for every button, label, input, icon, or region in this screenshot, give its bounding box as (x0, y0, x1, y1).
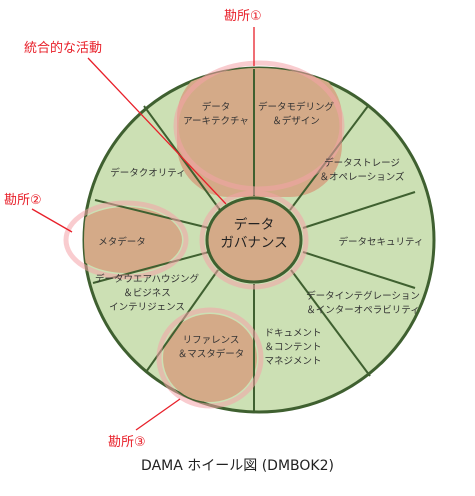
segment-label-data-security: データセキュリティ (339, 236, 424, 248)
label-line: データ (202, 101, 231, 113)
label-line: ＆マスタデータ (178, 348, 245, 360)
label-line: データモデリング (258, 101, 335, 113)
label-line: ＆オペレーションズ (319, 171, 405, 183)
annotation-point3: 勘所③ (108, 435, 146, 450)
label-line: マネジメント (264, 356, 321, 367)
segment-label-data-modeling-design: データモデリング ＆デザイン (258, 101, 335, 127)
annotation-point2: 勘所② (4, 193, 42, 208)
center-hub (205, 196, 303, 284)
glow-point1 (173, 60, 345, 192)
label-line: ドキュメント (264, 328, 321, 339)
glow-point3 (156, 307, 264, 409)
segment-label-data-architecture: データアーキテクチャ (183, 101, 249, 127)
annotation-point1: 勘所① (224, 9, 262, 24)
segment-label-metadata: メタデータ (98, 236, 146, 248)
label-line: ガバナンス (220, 235, 287, 251)
glow-center (199, 190, 309, 290)
segment-label-data-warehousing-bi: データウエアハウジング ＆ビジネスインテリジェンス (95, 273, 200, 313)
highlight-top-region (177, 68, 342, 197)
label-line: データインテグレーション (306, 290, 420, 302)
label-line: メタデータ (98, 236, 146, 248)
label-line: データ (234, 216, 275, 233)
label-line: ＆コンテント (264, 342, 321, 353)
segment-label-document-content: ドキュメント ＆コンテントマネジメント (264, 328, 321, 367)
label-line: ＆インターオペラビリティ (306, 305, 419, 316)
highlight-metadata-region (84, 207, 182, 273)
segment-label-reference-master: リファレンス ＆マスタデータ (178, 335, 245, 360)
label-line: データストレージ (324, 157, 400, 169)
label-line: データセキュリティ (339, 236, 424, 248)
leader-line-point3 (135, 398, 181, 431)
label-line: データウエアハウジング (95, 273, 200, 285)
segment-label-data-quality: データクオリティ (110, 167, 185, 179)
segment-label-data-storage-operations: データストレージ ＆オペレーションズ (319, 157, 405, 183)
leader-line-integrated (87, 57, 227, 205)
label-line: アーキテクチャ (183, 116, 249, 127)
label-line: リファレンス (183, 335, 240, 346)
glow-point2 (63, 200, 189, 280)
label-line: ＆ビジネス (123, 288, 171, 299)
label-line: データクオリティ (110, 167, 185, 179)
leader-line-point2 (31, 208, 73, 233)
figure-caption: DAMA ホイール図 (DMBOK2) (141, 458, 334, 474)
highlight-reference-master-region (163, 314, 257, 402)
segment-label-data-integration: データインテグレーション ＆インターオペラビリティ (306, 290, 420, 316)
center-label: データガバナンス (220, 216, 287, 251)
annotation-integrated-activity: 統合的な活動 (24, 40, 102, 56)
label-line: インテリジェンス (109, 302, 185, 313)
label-line: ＆デザイン (272, 115, 320, 127)
